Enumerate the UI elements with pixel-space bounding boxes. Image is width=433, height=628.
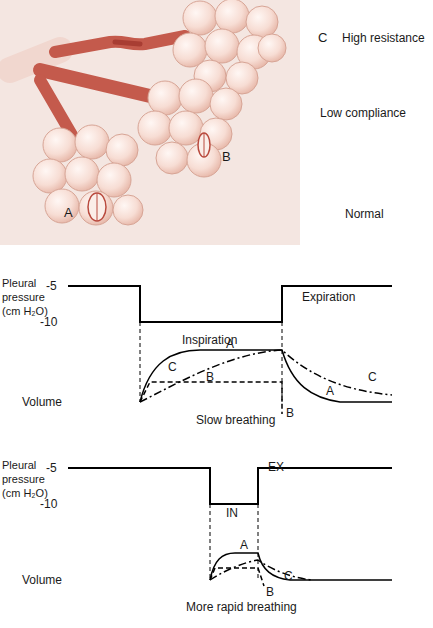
volume-curve	[140, 350, 392, 414]
text-label: -5	[46, 279, 57, 293]
alveoli-cluster	[138, 79, 242, 177]
text-label: -5	[46, 461, 57, 475]
text-label: More rapid breathing	[186, 600, 297, 614]
text-label: A	[64, 206, 73, 220]
text-label: C	[368, 370, 377, 384]
text-label: B	[222, 150, 231, 164]
pressure-trace	[68, 286, 392, 322]
panel-background	[0, 0, 300, 245]
text-label: IN	[226, 506, 238, 520]
text-label: B	[266, 585, 274, 599]
text-label: B	[206, 370, 214, 384]
text-label: Volume	[22, 573, 62, 587]
text-label: Normal	[345, 207, 384, 221]
text-label: A	[326, 384, 334, 398]
text-label: High resistance	[342, 31, 425, 45]
pressure-trace	[68, 468, 392, 504]
text-label: B	[286, 406, 294, 420]
text-label: -10	[40, 315, 57, 329]
alveoli-cluster	[33, 125, 143, 225]
text-label: C	[168, 360, 177, 374]
volume-curve	[210, 553, 392, 586]
text-label: C	[318, 31, 327, 45]
text-label: A	[240, 538, 248, 552]
text-label: Expiration	[302, 290, 355, 304]
text-label: Slow breathing	[196, 413, 275, 427]
text-label: Volume	[22, 395, 62, 409]
text-label: EX	[268, 460, 284, 474]
text-label: Pleural pressure (cm H₂O)	[2, 458, 48, 500]
text-label: -10	[40, 497, 57, 511]
text-label: A	[226, 337, 234, 351]
text-label: C	[284, 569, 293, 583]
text-label: Pleural pressure (cm H₂O)	[2, 276, 48, 318]
text-label: Low compliance	[320, 106, 406, 120]
